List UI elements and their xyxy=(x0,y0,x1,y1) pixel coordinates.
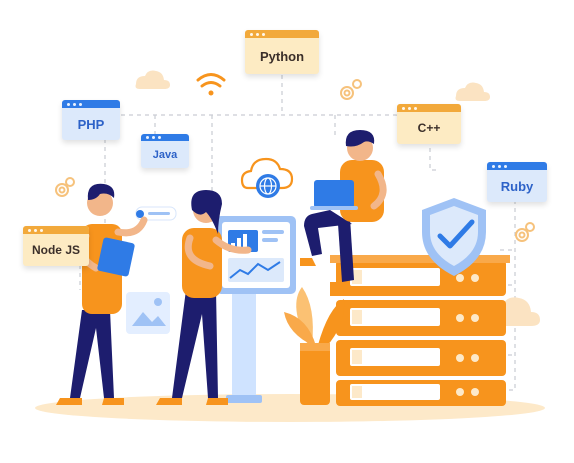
java-card: Java xyxy=(141,134,189,168)
card-titlebar xyxy=(23,226,89,234)
card-titlebar xyxy=(245,30,319,38)
nodejs-card: Node JS xyxy=(23,226,89,266)
person-developer-tablet xyxy=(56,183,148,405)
person-analyst-kiosk xyxy=(156,190,252,405)
kiosk xyxy=(216,216,296,403)
gear-icon xyxy=(55,79,535,242)
card-titlebar xyxy=(487,162,547,170)
globe-cloud-icon xyxy=(240,157,294,198)
message-badge xyxy=(135,206,177,221)
server-rack xyxy=(330,255,510,406)
card-titlebar xyxy=(141,134,189,141)
shield-check-icon xyxy=(422,198,486,276)
nodejs-label: Node JS xyxy=(31,243,80,257)
wifi-icon xyxy=(196,73,226,96)
python-card: Python xyxy=(245,30,319,74)
cpp-label: C++ xyxy=(417,121,441,135)
person-engineer-laptop xyxy=(300,130,387,296)
php-label: PHP xyxy=(77,116,105,132)
ruby-card: Ruby xyxy=(487,162,547,202)
card-titlebar xyxy=(62,100,120,108)
ruby-label: Ruby xyxy=(500,178,534,194)
php-card: PHP xyxy=(62,100,120,140)
python-label: Python xyxy=(259,48,305,64)
java-label: Java xyxy=(152,148,178,161)
card-titlebar xyxy=(397,104,461,112)
cpp-card: C++ xyxy=(397,104,461,144)
image-icon xyxy=(126,292,170,334)
plant-icon xyxy=(284,287,345,405)
